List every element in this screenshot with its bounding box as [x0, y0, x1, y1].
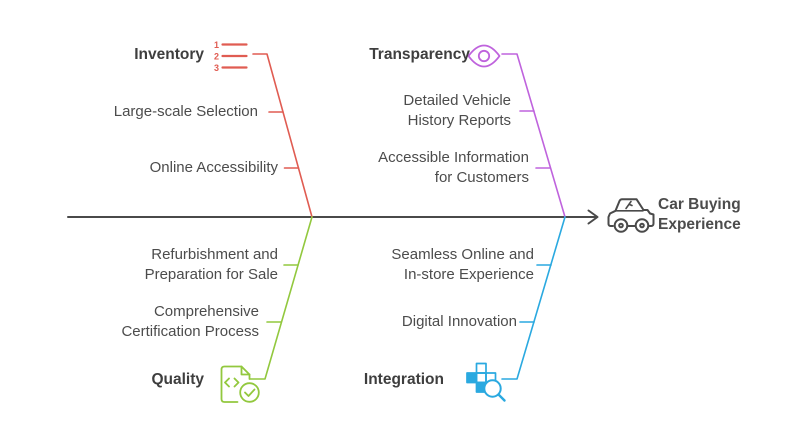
- cause-item: Seamless Online and In-store Experience: [391, 246, 534, 283]
- branch-label-quality: Quality: [151, 371, 204, 388]
- eye-icon: [467, 44, 501, 68]
- document-check-icon: [220, 365, 260, 403]
- cause-item: Online Accessibility: [149, 159, 278, 176]
- branch-label-integration: Integration: [363, 371, 444, 388]
- svg-text:3: 3: [214, 63, 219, 73]
- branch-line-quality: [249, 216, 313, 380]
- branch-label-inventory: Inventory: [134, 46, 204, 63]
- spine-line: [67, 209, 599, 225]
- effect-label: Car Buying Experience: [658, 196, 741, 233]
- cause-item: Large-scale Selection: [113, 103, 258, 120]
- car-icon: [607, 198, 655, 233]
- branch-line-integration: [501, 216, 566, 380]
- modules-search-icon: [466, 362, 506, 402]
- branch-line-transparency: [501, 53, 566, 218]
- cause-item: Refurbishment and Preparation for Sale: [144, 246, 278, 283]
- numbered-list-icon: 1 2 3: [214, 40, 248, 73]
- branch-line-inventory: [252, 53, 313, 218]
- svg-text:1: 1: [214, 40, 219, 50]
- svg-text:2: 2: [214, 52, 219, 62]
- branch-label-transparency: Transparency: [369, 46, 470, 63]
- cause-item: Accessible Information for Customers: [378, 149, 529, 186]
- cause-item: Detailed Vehicle History Reports: [403, 92, 511, 129]
- cause-item: Comprehensive Certification Process: [121, 303, 259, 340]
- cause-item: Digital Innovation: [401, 313, 517, 330]
- arrowhead-icon: [587, 209, 599, 225]
